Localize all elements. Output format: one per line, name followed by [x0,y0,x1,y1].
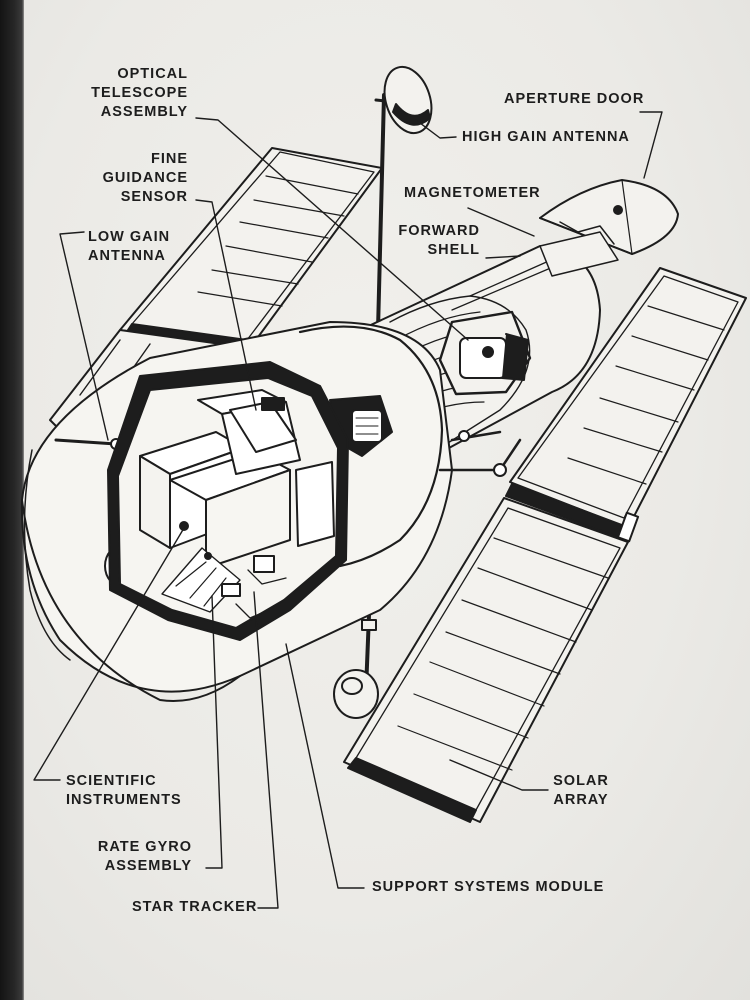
leader-magnetometer [467,207,535,237]
label-support-systems-module: SUPPORT SYSTEMS MODULE [372,879,605,895]
equipment-bay [298,325,522,568]
label-scientific-instruments: SCIENTIFIC INSTRUMENTS [66,773,182,808]
leader-lines [33,111,663,909]
label-optical-telescope-assembly: OPTICAL TELESCOPE ASSEMBLY [91,66,188,120]
leader-optical-telescope [195,117,469,341]
cutaway-instruments [107,361,349,641]
aperture-door [539,179,679,277]
label-magnetometer: MAGNETOMETER [404,185,541,201]
leader-forward-shell [485,255,521,259]
leader-fine-guidance [195,199,257,411]
leader-star-tracker [253,591,279,909]
label-aperture-door: APERTURE DOOR [504,91,645,107]
label-star-tracker: STAR TRACKER [132,899,258,915]
high-gain-antenna-mast [374,65,433,332]
label-low-gain-antenna: LOW GAIN ANTENNA [88,229,171,264]
right-solar-array [343,267,747,823]
leader-scientific [33,527,185,781]
label-fine-guidance-sensor: FINE GUIDANCE SENSOR [102,151,188,205]
leader-support-systems [285,643,365,889]
leader-aperture-door [639,111,663,179]
leader-low-gain [59,231,109,441]
label-high-gain-antenna: HIGH GAIN ANTENNA [462,129,630,145]
leader-rate-gyro [205,595,223,869]
leader-high-gain [415,119,457,139]
leader-solar-array [449,759,549,791]
label-solar-array: SOLAR ARRAY [553,773,609,808]
label-forward-shell: FORWARD SHELL [398,223,480,258]
label-rate-gyro-assembly: RATE GYRO ASSEMBLY [97,839,192,874]
